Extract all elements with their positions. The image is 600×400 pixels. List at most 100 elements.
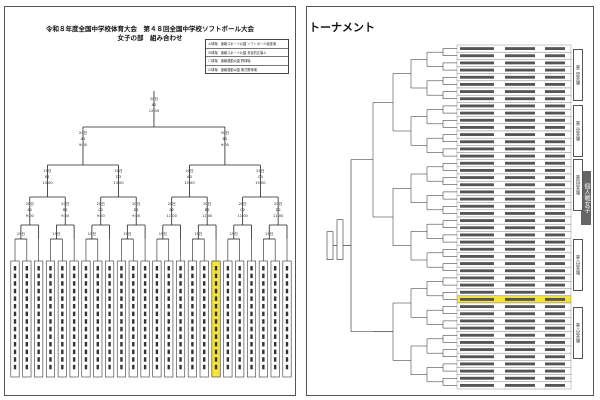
team-name-glyph — [155, 364, 159, 370]
team-name-glyph — [96, 273, 99, 279]
team-name-glyph — [250, 342, 253, 347]
team-name-glyph — [226, 281, 230, 286]
entry-name-glyphs — [460, 125, 494, 129]
entry-name-glyphs — [460, 319, 494, 323]
match-venue-label: C3 — [258, 175, 263, 179]
team-name-glyph — [108, 326, 111, 332]
team-name-glyph — [250, 319, 253, 324]
entry-pref-glyphs — [545, 290, 565, 294]
entry-pref-glyphs — [545, 82, 565, 86]
entry-school-glyphs — [505, 90, 535, 94]
team-name-glyph — [203, 304, 206, 309]
team-name-glyph — [203, 288, 206, 294]
team-name-glyph — [84, 334, 88, 339]
entry-name-glyphs — [460, 82, 494, 86]
entry-name-glyphs — [460, 140, 494, 144]
entry-school-glyphs — [505, 190, 535, 194]
team-name-glyph — [226, 326, 230, 332]
team-name-glyph — [226, 364, 230, 370]
team-name-glyph — [120, 281, 123, 286]
entry-pref-glyphs — [545, 111, 565, 115]
team-name-glyph — [203, 364, 206, 370]
team-name-glyph — [25, 319, 29, 324]
entry-pref-glyphs — [545, 197, 565, 201]
team-name-glyph — [155, 357, 159, 362]
team-name-glyph — [262, 273, 265, 279]
team-name-glyph — [273, 326, 277, 332]
entry-name-glyphs — [460, 362, 494, 366]
entry-pref-glyphs — [545, 97, 565, 101]
match-venue-label: B1 — [223, 137, 228, 141]
team-name-glyph — [167, 304, 170, 309]
team-name-glyph — [226, 319, 230, 324]
left-subtitle: 女子の部 組み合わせ — [117, 34, 183, 42]
team-name-glyph — [285, 296, 289, 301]
entry-name-glyphs — [460, 219, 494, 223]
match-venue-label: B1 — [45, 175, 50, 179]
team-name-glyph — [143, 311, 147, 317]
venue-item: Ａ球場 速報スポーツ公園 ソフトボール競技場 — [208, 42, 276, 47]
team-name-glyph — [120, 334, 123, 339]
entry-pref-glyphs — [545, 47, 565, 51]
team-name-glyph — [13, 342, 17, 347]
team-name-glyph — [179, 342, 182, 347]
match-time-label: 9:00 — [221, 143, 230, 147]
team-name-glyph — [155, 296, 159, 301]
right-bracket-page: トーナメント 個人戦女子 第二試合場 第三試合場 第四試合場 第六試合場 第八試… — [306, 6, 594, 396]
team-name-glyph — [238, 334, 241, 339]
team-name-glyph — [49, 364, 52, 370]
entry-school-glyphs — [505, 348, 535, 352]
entry-name-glyphs — [460, 226, 494, 230]
entry-pref-glyphs — [545, 104, 565, 108]
team-name-glyph — [120, 342, 123, 347]
team-name-glyph — [96, 288, 99, 294]
match-venue-label: D1 — [134, 208, 139, 212]
team-name-glyph — [226, 334, 230, 339]
team-name-glyph — [25, 326, 29, 332]
team-name-glyph — [72, 349, 76, 355]
team-name-glyph — [37, 357, 40, 362]
team-name-glyph — [132, 311, 135, 317]
team-name-glyph — [179, 281, 182, 286]
team-name-glyph — [84, 349, 88, 355]
team-name-glyph — [96, 319, 99, 324]
entry-pref-glyphs — [545, 362, 565, 366]
entry-pref-glyphs — [545, 176, 565, 180]
round-date-label: 19日 — [123, 232, 131, 236]
team-name-glyph — [49, 342, 52, 347]
entry-name-glyphs — [460, 118, 494, 122]
entry-name-glyphs — [460, 111, 494, 115]
team-name-glyph — [96, 357, 99, 362]
team-name-glyph — [226, 273, 230, 279]
team-name-glyph — [285, 342, 289, 347]
match-date-label: 20日 — [203, 202, 211, 206]
entry-school-glyphs — [505, 211, 535, 215]
team-name-glyph — [132, 319, 135, 324]
entry-school-glyphs — [505, 283, 535, 287]
team-name-glyph — [155, 304, 159, 309]
team-name-glyph — [72, 273, 76, 279]
team-name-glyph — [262, 288, 265, 294]
team-name-glyph — [191, 311, 194, 317]
team-name-glyph — [96, 266, 99, 271]
match-date-label: 20日 — [221, 131, 229, 135]
team-name-glyph — [167, 364, 170, 370]
team-name-glyph — [250, 266, 253, 271]
entry-name-glyphs — [460, 269, 494, 273]
team-name-glyph — [143, 296, 147, 301]
entry-name-glyphs — [460, 312, 494, 316]
team-name-glyph — [226, 304, 230, 309]
entry-pref-glyphs — [545, 283, 565, 287]
team-name-glyph — [108, 281, 111, 286]
team-name-glyph — [179, 311, 182, 317]
team-name-glyph — [25, 296, 29, 301]
team-name-glyph — [25, 357, 29, 362]
team-name-glyph — [37, 349, 40, 355]
team-name-glyph — [108, 296, 111, 301]
team-name-glyph — [155, 326, 159, 332]
entry-school-glyphs — [505, 247, 535, 251]
team-name-glyph — [108, 364, 111, 370]
team-name-glyph — [285, 319, 289, 324]
team-name-glyph — [143, 364, 147, 370]
venue-item: Ｂ球場 速報スポーツ公園 多目的広場Ａ — [206, 47, 288, 57]
